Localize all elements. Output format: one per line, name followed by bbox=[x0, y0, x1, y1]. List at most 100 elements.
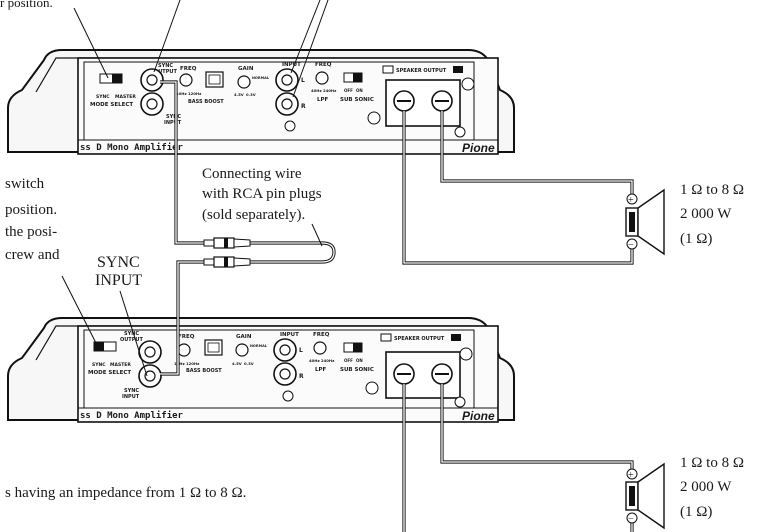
amp-top-lpf-knob[interactable] bbox=[315, 71, 329, 85]
sync-input-callout-line2: INPUT bbox=[95, 272, 142, 289]
top-left-partial-callout: r position. bbox=[0, 0, 53, 10]
amp-bottom-sync-output-label2: OUTPUT bbox=[120, 337, 143, 343]
rca-plug-bottom bbox=[203, 256, 251, 268]
amp-bottom-sync-input-jack-core bbox=[144, 370, 156, 382]
amp-top-subsonic-label: SUB SONIC bbox=[340, 97, 374, 103]
connecting-wire-note-line3: (sold separately). bbox=[202, 207, 305, 223]
connecting-wire-note-line1: Connecting wire bbox=[202, 166, 302, 182]
amp-top-sync-output-jack-core bbox=[146, 74, 158, 86]
amp-top-sync-output-label2: OUTPUT bbox=[154, 69, 177, 75]
amp-top-screw-left bbox=[367, 111, 381, 125]
leader-mode-select-top bbox=[73, 7, 109, 79]
amp-top-model-title: ss D Mono Amplifier bbox=[80, 142, 184, 153]
amp-top-gain-normal: NORMAL bbox=[252, 76, 270, 80]
amp-bottom-screw-right bbox=[459, 347, 473, 361]
speaker-wire-top-minus-inner bbox=[403, 111, 633, 264]
amp-top-input-label: INPUT bbox=[282, 62, 301, 68]
amp-top-freq-knob[interactable] bbox=[179, 73, 193, 87]
amp-top-gain-min: 4.5V bbox=[234, 92, 244, 97]
amp-top-subsonic-on: ON bbox=[356, 88, 363, 93]
top-callout-leaders bbox=[73, 0, 329, 98]
amp-bottom-sync-input-label1: SYNC bbox=[124, 388, 139, 394]
amp-bottom-sync-output-jack-core bbox=[144, 346, 156, 358]
amp-bottom-input-label: INPUT bbox=[280, 332, 299, 338]
amp-bottom-gain-knob[interactable] bbox=[235, 343, 249, 357]
amp-bottom-lpf-min: 40Hz bbox=[309, 358, 320, 363]
rca-plug-top-boot bbox=[233, 238, 251, 248]
speaker-top-power: 2 000 W bbox=[680, 206, 732, 222]
amp-bottom-model-title: ss D Mono Amplifier bbox=[80, 410, 184, 421]
amp-top-speaker-output-header-plus bbox=[453, 66, 463, 73]
leader-input-r-top bbox=[292, 0, 329, 98]
amp-bottom-mode-sync: SYNC bbox=[92, 362, 106, 368]
speaker-top-cone bbox=[637, 188, 665, 256]
amplifier-bottom: ss D Mono Amplifier Pione SYNC MASTER MO… bbox=[7, 317, 515, 423]
amp-top-subsonic-switch-knob bbox=[353, 73, 362, 82]
amp-top-screw-bottom bbox=[454, 126, 466, 138]
amp-top-freq-label: FREQ bbox=[180, 66, 197, 72]
amp-bottom-subsonic-label: SUB SONIC bbox=[340, 367, 374, 373]
amp-top-screw-right bbox=[461, 77, 475, 91]
amp-top-input-screw bbox=[284, 120, 296, 132]
speaker-bottom-impedance: 1 Ω to 8 Ω bbox=[680, 455, 744, 471]
connecting-wire-leader bbox=[311, 223, 323, 247]
amp-bottom-mode-switch-knob bbox=[94, 342, 104, 351]
speaker-bottom-minus-sign: − bbox=[628, 514, 634, 525]
amp-bottom-input-screw bbox=[282, 390, 294, 402]
amp-top-speaker-output-header-minus bbox=[382, 65, 394, 74]
speaker-top-minus-terminal bbox=[626, 238, 638, 250]
rca-plug-bottom-band bbox=[224, 257, 228, 267]
amp-top-input-l: L bbox=[301, 77, 305, 84]
amp-bottom-gain-min: 4.5V bbox=[232, 361, 242, 366]
amp-bottom-input-r-jack-core bbox=[279, 368, 291, 380]
amp-top-lpf-label: LPF bbox=[317, 97, 329, 103]
amp-bottom-gain-max: 0.3V bbox=[244, 361, 254, 366]
rca-cable-loop-inner bbox=[250, 242, 335, 263]
connecting-wire-note-line2: with RCA pin plugs bbox=[202, 186, 322, 202]
amp-bottom-lpf-max: 240Hz bbox=[321, 358, 335, 363]
amp-top-sync-output-label1: SYNC bbox=[158, 63, 173, 69]
amp-bottom-lpf-label: LPF bbox=[315, 367, 327, 373]
amp-bottom-input-l: L bbox=[299, 347, 303, 354]
speaker-bottom-condition: (1 Ω) bbox=[680, 504, 712, 520]
amp-bottom-sync-output-label1: SYNC bbox=[124, 331, 139, 337]
amp-top-gain-knob[interactable] bbox=[237, 75, 251, 89]
amp-top-bass-boost: BASS BOOST bbox=[188, 99, 224, 105]
amp-bottom-lpf-freq-label: FREQ bbox=[313, 332, 330, 338]
amp-top-subsonic-off: OFF bbox=[344, 88, 353, 93]
amp-bottom-mode-master: MASTER bbox=[110, 362, 131, 368]
amp-top-input-r: R bbox=[301, 103, 306, 110]
speaker-wires-top bbox=[402, 111, 634, 265]
speaker-bottom-minus-terminal bbox=[626, 512, 638, 524]
amp-bottom-gain-normal: NORMAL bbox=[250, 344, 268, 348]
amp-top-brand: Pione bbox=[462, 141, 495, 155]
rca-plug-bottom-tip bbox=[203, 258, 215, 266]
rca-cable-wire2-inner bbox=[160, 261, 212, 375]
amp-bottom-subsonic-on: ON bbox=[356, 358, 363, 363]
rca-plug-top-band bbox=[224, 238, 228, 248]
amp-bottom-brand: Pione bbox=[462, 409, 495, 423]
speaker-bottom-plus-terminal bbox=[626, 468, 638, 480]
amp-top-mode-switch-knob bbox=[112, 74, 122, 83]
amp-top-freq-max: 120Hz bbox=[188, 91, 202, 96]
amp-bottom-freq-knob[interactable] bbox=[177, 343, 191, 357]
speaker-bottom-plus-sign: + bbox=[628, 470, 634, 481]
speaker-bottom-power: 2 000 W bbox=[680, 479, 732, 495]
amp-top-input-l-jack-core bbox=[281, 74, 293, 86]
amp-bottom-input-r: R bbox=[299, 373, 304, 380]
amp-top-sync-input-label1: SYNC bbox=[166, 114, 181, 120]
speaker-wire-bottom-plus-inner bbox=[441, 384, 633, 474]
amp-bottom-screw-bottom bbox=[454, 396, 466, 408]
rca-plug-bottom-boot bbox=[233, 257, 251, 267]
speaker-wires-bottom bbox=[402, 384, 634, 532]
amp-bottom-lpf-knob[interactable] bbox=[313, 341, 327, 355]
speaker-bottom: + − 1 Ω to 8 Ω 2 000 W (1 Ω) bbox=[625, 455, 744, 530]
speaker-top-plus-terminal bbox=[626, 193, 638, 205]
sync-input-callout-line1: SYNC bbox=[97, 254, 140, 271]
rca-cable-wire-inner bbox=[160, 81, 212, 244]
amp-bottom-freq-label: FREQ bbox=[178, 334, 195, 340]
amp-top-sync-input-label2: INPUT bbox=[164, 120, 182, 126]
speaker-top-magnet-core bbox=[629, 212, 635, 232]
amp-bottom-gain-label: GAIN bbox=[236, 334, 252, 340]
